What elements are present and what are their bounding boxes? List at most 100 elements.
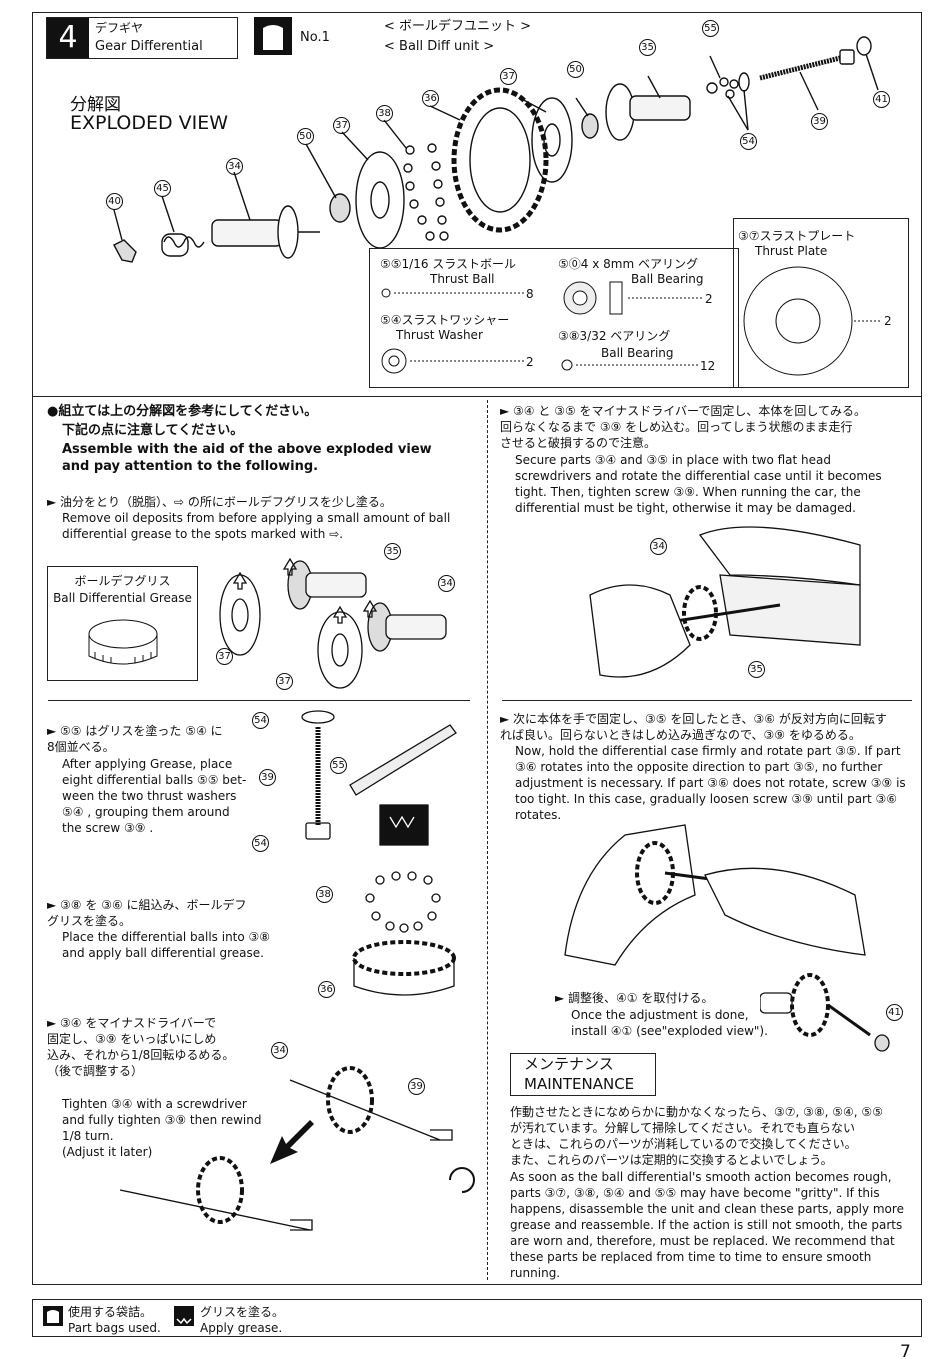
small-ball-icon: [561, 359, 700, 371]
exploded-view-drawing: [113, 36, 879, 263]
callout-34-grease: 34: [438, 575, 455, 592]
bag-number: No.1: [300, 30, 330, 45]
secure-en: Secure parts ③④ and ③⑤ in place with two…: [515, 453, 882, 515]
callout-45: 45: [154, 180, 171, 197]
gear-balls-drawing: [352, 871, 456, 996]
intro-en: Assemble with the aid of the above explo…: [62, 442, 432, 474]
thrust-washer-qty: 2: [526, 355, 534, 369]
legend-grease-en: Apply grease.: [200, 1321, 283, 1335]
legend-bags-en: Part bags used.: [68, 1321, 161, 1335]
callout-37: 37: [500, 68, 517, 85]
thrust-ball-en: Thrust Ball: [430, 272, 495, 286]
step-title-en: Gear Differential: [95, 39, 203, 54]
callout-37-grease: 37: [216, 648, 233, 665]
secure-drawing: [589, 526, 861, 678]
step-gear-jp: ► ③⑧ を ③⑥ に組込み、ボールデフ グリスを塗る。: [47, 898, 247, 928]
secure-jp: ► ③④ と ③⑤ をマイナスドライバーで固定し、本体を回してみる。 回らなくな…: [500, 404, 866, 450]
unit-title-jp: < ボールデフユニット >: [384, 19, 532, 34]
exploded-title-en: EXPLODED VIEW: [70, 112, 229, 134]
bearing-en: Ball Bearing: [631, 272, 704, 286]
step-title-box: 4 デフギヤ Gear Differential: [46, 17, 238, 59]
rotate-drawing: [564, 824, 866, 966]
section-divider: [33, 396, 921, 397]
callout-55: 55: [702, 20, 719, 37]
callout-50: 50: [567, 61, 584, 78]
callout-38: 38: [376, 105, 393, 122]
thrust-ball-icon: [381, 288, 524, 298]
callout-35-secure: 35: [748, 661, 765, 678]
callout-54: 54: [740, 133, 757, 150]
exploded-title-jp: 分解図: [70, 95, 121, 115]
callout-39-tighten: 39: [408, 1078, 425, 1095]
callout-36-gear: 36: [318, 981, 335, 998]
thrust-washer-jp: ⑤④スラストワッシャー: [380, 313, 510, 327]
adjust-en: Once the adjustment is done, install ④① …: [571, 1008, 768, 1038]
footer-legend: [32, 1299, 922, 1337]
bearing-qty: 2: [705, 292, 713, 306]
callout-41-adjust: 41: [886, 1004, 903, 1021]
grease-box-en: Ball Differential Grease: [53, 591, 192, 605]
callout-34-secure: 34: [650, 538, 667, 555]
right-divider-1: [502, 700, 912, 701]
thrust-plate-icon: [743, 266, 880, 376]
thrust-ball-jp: ⑤⑤1/16 スラストボール: [380, 257, 517, 271]
grease-note-en: Remove oil deposits from before applying…: [62, 511, 451, 541]
small-ball-jp: ③⑧3/32 ベアリング: [558, 329, 671, 343]
small-ball-en: Ball Bearing: [601, 346, 674, 360]
maintenance-text-jp: 作動させたときになめらかに動かなくなったら、③⑦, ③⑧, ⑤④, ⑤⑤ が汚れ…: [510, 1105, 883, 1167]
callout-37b-grease: 37: [276, 673, 293, 690]
step-title-jp: デフギヤ: [95, 21, 144, 35]
callout-41: 41: [873, 91, 890, 108]
parts-box: [369, 248, 739, 388]
legend-bags-jp: 使用する袋詰。: [68, 1305, 153, 1319]
left-divider-1: [48, 700, 470, 701]
callout-36: 36: [422, 90, 439, 107]
callout-54-bottom: 54: [252, 835, 269, 852]
page-frame: [32, 12, 922, 1285]
grease-note-jp: ► 油分をとり（脱脂）、⇨ の所にボールデフグリスを少し塗る。: [47, 495, 392, 509]
callout-54-top: 54: [252, 712, 269, 729]
thrust-washer-icon: [381, 348, 524, 374]
grease-spots-drawing: [219, 557, 447, 689]
maintenance-title-en: MAINTENANCE: [524, 1075, 635, 1093]
step-number: 4: [47, 18, 89, 58]
callout-34: 34: [226, 158, 243, 175]
callout-55-balls: 55: [330, 757, 347, 774]
callout-34-tighten: 34: [271, 1042, 288, 1059]
rotate-en: Now, hold the differential case firmly a…: [515, 744, 906, 822]
callout-35: 35: [639, 39, 656, 56]
callout-50-left: 50: [297, 128, 314, 145]
part-bag-legend-icon: [43, 1306, 63, 1326]
callout-40: 40: [106, 193, 123, 210]
intro-jp-2: 下記の点に注意してください。: [62, 423, 244, 438]
grease-box-jp: ボールデフグリス: [74, 574, 171, 588]
callout-39: 39: [811, 113, 828, 130]
step-balls-jp: ► ⑤⑤ はグリスを塗った ⑤④ に 8個並べる。: [47, 724, 223, 754]
intro-jp-1: ●組立ては上の分解図を参考にしてください。: [47, 404, 318, 419]
maintenance-text-en: As soon as the ball differential's smoot…: [510, 1170, 904, 1280]
thrust-plate-box: [733, 218, 909, 388]
step-gear-en: Place the differential balls into ③⑧ and…: [62, 930, 271, 960]
grease-legend-icon: [174, 1306, 194, 1326]
callout-39-balls: 39: [259, 769, 276, 786]
grease-jar-icon: [88, 619, 158, 665]
step-tighten-jp: ► ③④ をマイナスドライバーで 固定し、③⑨ をいっぱいにしめ 込み、それから…: [47, 1016, 235, 1078]
rotate-jp: ► 次に本体を手で固定し、③⑤ を回したとき、③⑥ が反対方向に回転す れば良い…: [500, 712, 887, 742]
thrust-ball-qty: 8: [526, 287, 534, 301]
part-bag-icon: [254, 17, 292, 55]
column-divider: [487, 400, 488, 1280]
adjust-jp: ► 調整後、④① を取付ける。: [555, 991, 714, 1005]
maintenance-title-jp: メンテナンス: [524, 1055, 614, 1073]
page-number: 7: [900, 1342, 911, 1362]
grease-box: [47, 566, 198, 681]
maintenance-title-box: [510, 1053, 656, 1096]
bearing-icon: [563, 281, 704, 315]
step-tighten-en: Tighten ③④ with a screwdriver and fully …: [62, 1097, 262, 1159]
adjust-drawing: [760, 973, 890, 1052]
tighten-drawing: [119, 1066, 475, 1231]
small-ball-qty: 12: [700, 359, 716, 373]
thrust-plate-qty: 2: [884, 314, 892, 328]
thrust-plate-jp: ③⑦スラストプレート: [738, 229, 856, 243]
callout-37-left: 37: [333, 117, 350, 134]
thrust-plate-en: Thrust Plate: [755, 244, 828, 258]
